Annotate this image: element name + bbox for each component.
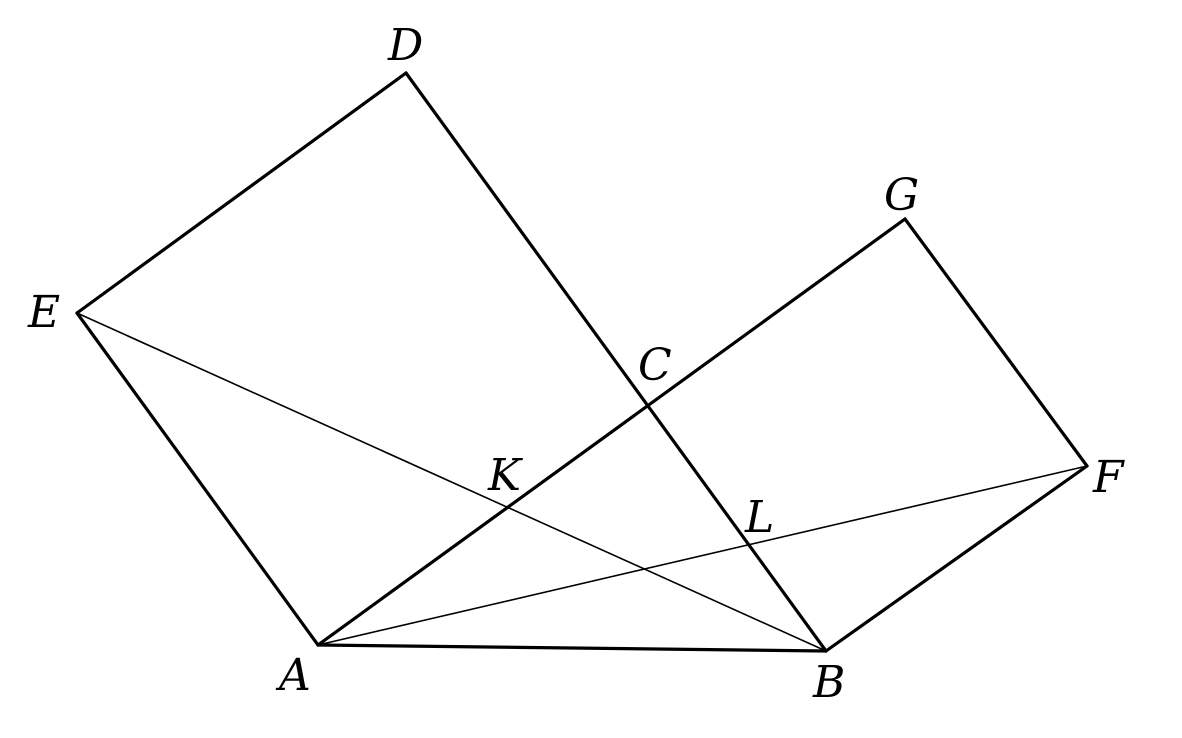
segment-FB xyxy=(824,464,1089,653)
label-E: E xyxy=(27,287,60,338)
label-C: C xyxy=(638,340,672,391)
segment-ED xyxy=(75,71,408,315)
label-B: B xyxy=(812,657,845,708)
segment-EB xyxy=(76,312,827,652)
segment-GF xyxy=(903,217,1089,468)
label-A: A xyxy=(275,650,311,701)
label-F: F xyxy=(1092,452,1125,503)
label-D: D xyxy=(387,20,423,71)
label-K: K xyxy=(487,450,523,501)
segment-AB xyxy=(316,643,828,653)
label-L: L xyxy=(744,492,774,543)
segment-AG xyxy=(316,217,907,647)
label-G: G xyxy=(884,170,919,221)
segment-DB xyxy=(404,71,828,653)
segment-AE xyxy=(75,311,320,647)
segment-AF xyxy=(317,465,1088,646)
